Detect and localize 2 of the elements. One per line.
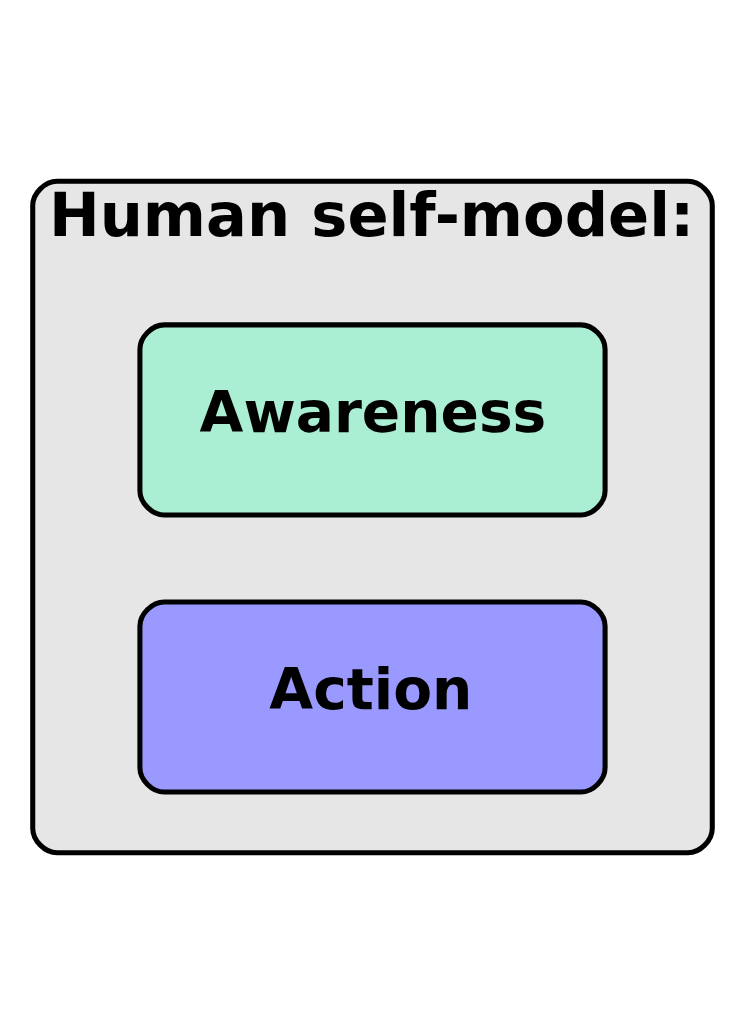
node-box: Action xyxy=(137,598,608,795)
node-box: Awareness xyxy=(137,321,608,517)
